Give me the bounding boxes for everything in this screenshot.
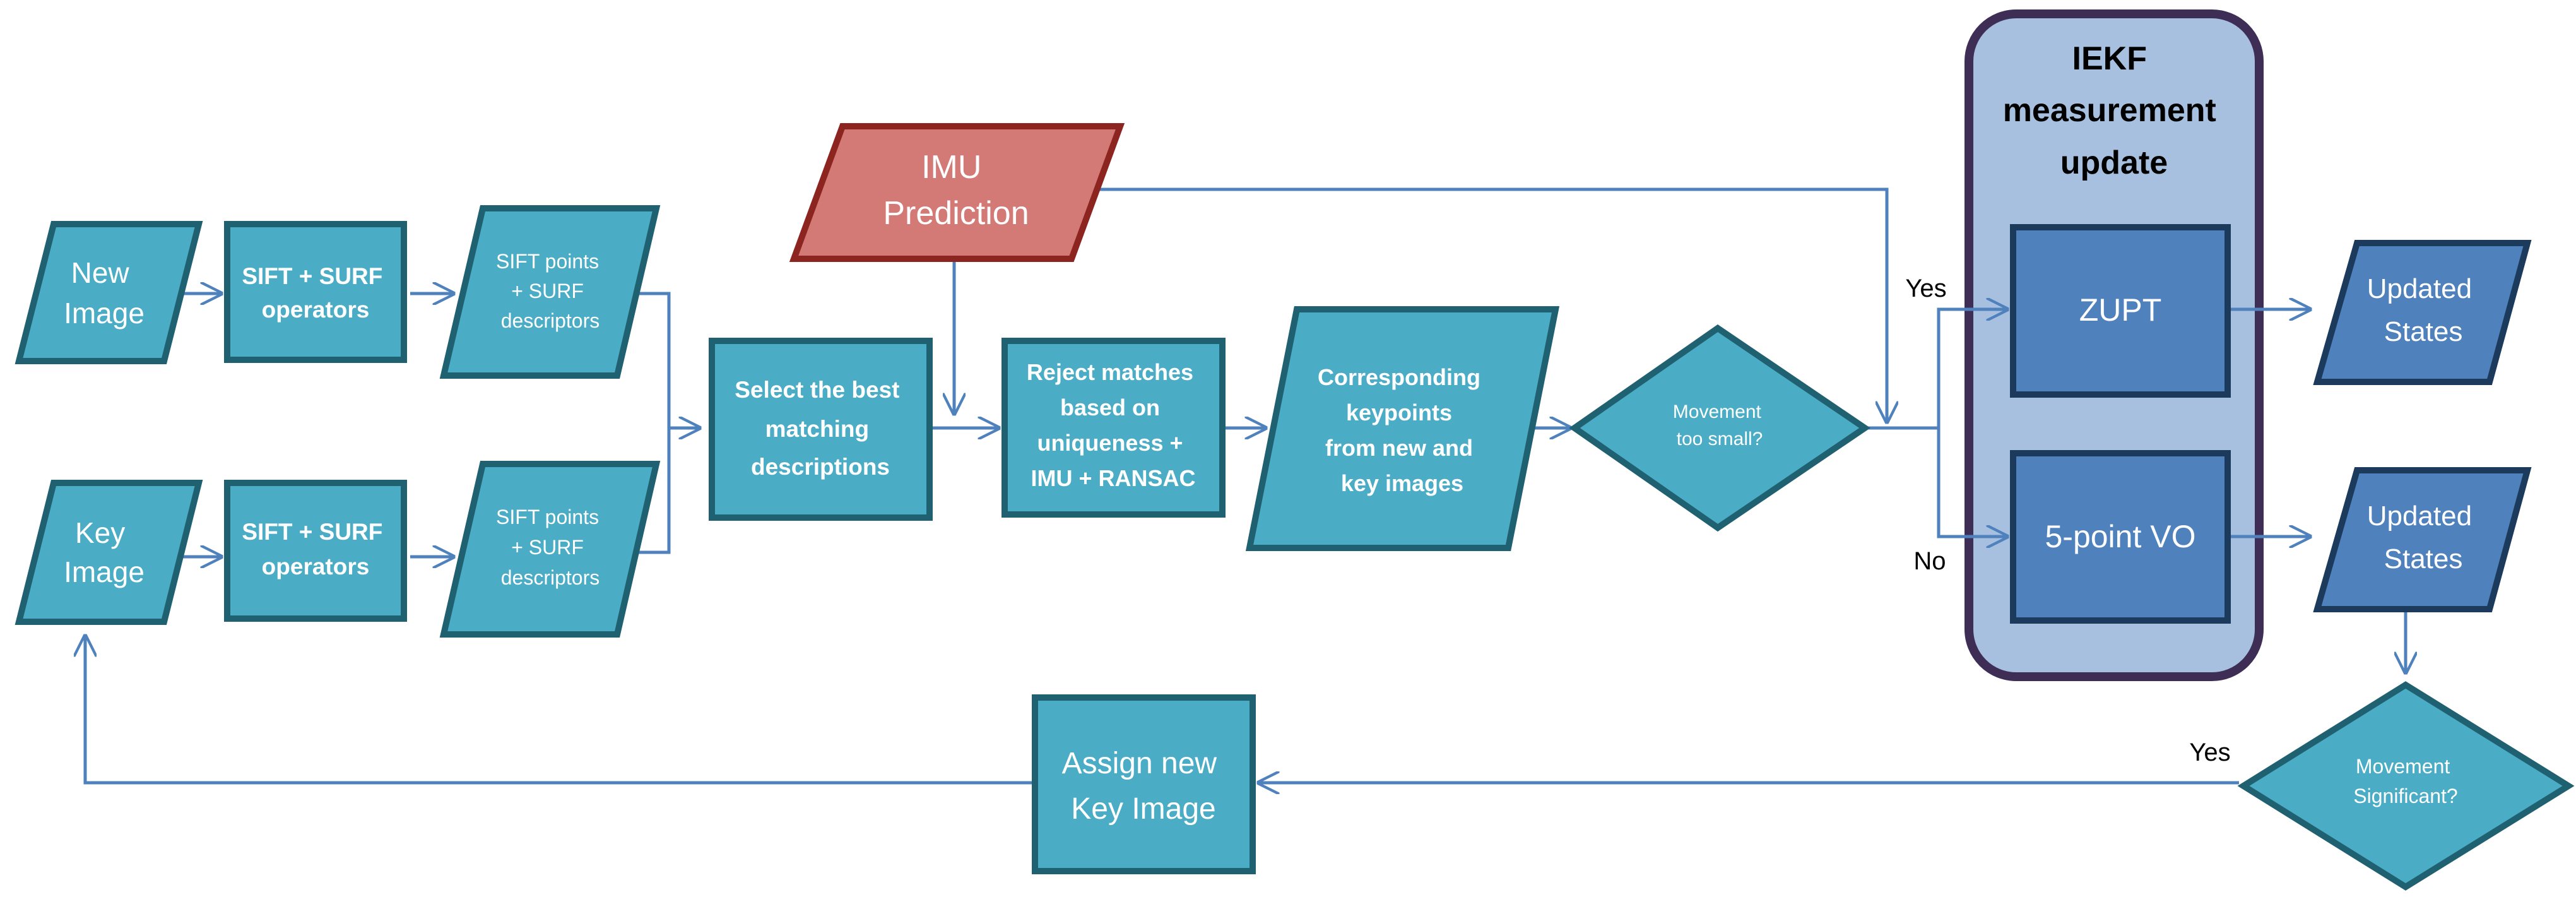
updated-states-bottom-line: States — [2384, 544, 2463, 574]
sift-surf-bottom-line: SIFT + SURF — [242, 519, 382, 545]
zupt-node — [2010, 224, 2231, 398]
sift-surf-top-label: SIFT + SURF operators — [242, 263, 389, 323]
select-best-line: Select the best — [735, 377, 899, 403]
edge-label-yes-significant: Yes — [2189, 739, 2230, 766]
sift-points-top-node — [439, 205, 661, 379]
movement-small-label: Movement too small? — [1673, 401, 1766, 449]
sift-points-top-line: descriptors — [501, 309, 600, 332]
corresponding-line: key images — [1341, 470, 1463, 496]
sift-points-top-line: + SURF — [511, 280, 584, 302]
reject-matches-node — [1001, 338, 1226, 518]
sift-points-bottom-node — [439, 461, 661, 638]
assign-key-image-node — [1032, 694, 1256, 874]
imu-prediction-node — [789, 123, 1125, 262]
arrow-assign-to-key-image — [85, 636, 1035, 785]
assign-key-image-label: Assign new Key Image — [1062, 747, 1226, 826]
reject-matches-line: uniqueness + — [1037, 430, 1183, 456]
updated-states-top-label: Updated States — [2367, 273, 2480, 347]
iekf-title-line: IEKF — [2072, 40, 2147, 77]
select-best-line: matching — [765, 416, 869, 442]
movement-significant-decision — [2237, 681, 2575, 891]
movement-significant-line: Significant? — [2353, 785, 2457, 807]
select-best-node — [709, 338, 933, 521]
movement-significant-line: Movement — [2356, 755, 2450, 778]
updated-states-top-line: Updated — [2367, 273, 2472, 304]
movement-small-decision — [1569, 324, 1870, 532]
movement-significant-label: Movement Significant? — [2353, 755, 2457, 807]
arrow-yes-to-zupt — [1937, 309, 2007, 428]
imu-prediction-line: IMU — [921, 149, 981, 186]
reject-matches-line: IMU + RANSAC — [1031, 465, 1195, 491]
movement-small-line: too small? — [1677, 429, 1763, 449]
key-image-line: Key — [75, 516, 125, 549]
sift-points-bottom-line: descriptors — [501, 566, 600, 589]
reject-matches-line: based on — [1060, 395, 1160, 420]
iekf-title: IEKF measurement update — [2003, 40, 2226, 181]
movement-small-line: Movement — [1673, 401, 1762, 422]
new-image-line: New — [71, 256, 130, 289]
zupt-label: ZUPT — [2079, 292, 2162, 328]
updated-states-bottom-node — [2313, 467, 2532, 612]
reject-matches-line: Reject matches — [1027, 359, 1193, 385]
corresponding-line: Corresponding — [1318, 364, 1480, 390]
sift-points-bottom-label: SIFT points + SURF descriptors — [496, 506, 605, 589]
edge-label-no-vo: No — [1913, 547, 1946, 575]
imu-prediction-label: IMU Prediction — [883, 149, 1029, 232]
reject-matches-label: Reject matches based on uniqueness + IMU… — [1027, 359, 1200, 491]
connector-imu-to-decision-junction — [1082, 187, 1887, 422]
sift-points-bottom-line: SIFT points — [496, 506, 599, 528]
arrow-no-to-vo — [1937, 428, 2007, 537]
updated-states-top-line: States — [2384, 316, 2463, 347]
iekf-title-line: update — [2060, 145, 2168, 181]
select-best-line: descriptions — [751, 454, 890, 480]
sift-surf-bottom-node — [224, 480, 407, 622]
corresponding-line: keypoints — [1346, 400, 1452, 425]
corresponding-line: from new and — [1325, 435, 1473, 461]
key-image-node — [15, 480, 203, 625]
sift-points-bottom-line: + SURF — [511, 536, 584, 559]
connector-points-top-to-select — [636, 292, 699, 428]
connectors — [85, 187, 2406, 785]
five-point-vo-label: 5-point VO — [2045, 519, 2195, 554]
key-image-line: Image — [64, 555, 145, 588]
updated-states-top-node — [2313, 240, 2532, 385]
sift-surf-top-line: SIFT + SURF — [242, 263, 382, 289]
corresponding-label: Corresponding keypoints from new and key… — [1318, 364, 1487, 496]
new-image-line: Image — [64, 297, 145, 330]
sift-surf-top-line: operators — [262, 297, 370, 323]
sift-surf-bottom-line: operators — [262, 554, 370, 579]
five-point-vo-node — [2010, 450, 2231, 624]
updated-states-bottom-label: Updated States — [2367, 501, 2480, 574]
key-image-label: Key Image — [64, 516, 145, 588]
assign-key-image-line: Key Image — [1071, 792, 1215, 826]
iekf-title-line: measurement — [2003, 92, 2216, 129]
sift-points-top-line: SIFT points — [496, 250, 599, 273]
sift-surf-top-node — [224, 221, 407, 363]
sift-points-top-label: SIFT points + SURF descriptors — [496, 250, 605, 332]
corresponding-node — [1245, 306, 1560, 551]
assign-key-image-line: Assign new — [1062, 747, 1217, 780]
imu-prediction-line: Prediction — [883, 195, 1029, 232]
edge-label-yes-zupt: Yes — [1905, 275, 1946, 302]
zupt-line: ZUPT — [2079, 292, 2162, 328]
select-best-label: Select the best matching descriptions — [735, 377, 906, 480]
updated-states-bottom-line: Updated — [2367, 501, 2472, 532]
connector-points-bottom-to-select — [636, 428, 671, 554]
new-image-node — [15, 221, 203, 364]
sift-surf-bottom-label: SIFT + SURF operators — [242, 519, 389, 579]
new-image-label: New Image — [64, 256, 145, 330]
five-point-vo-line: 5-point VO — [2045, 519, 2195, 554]
